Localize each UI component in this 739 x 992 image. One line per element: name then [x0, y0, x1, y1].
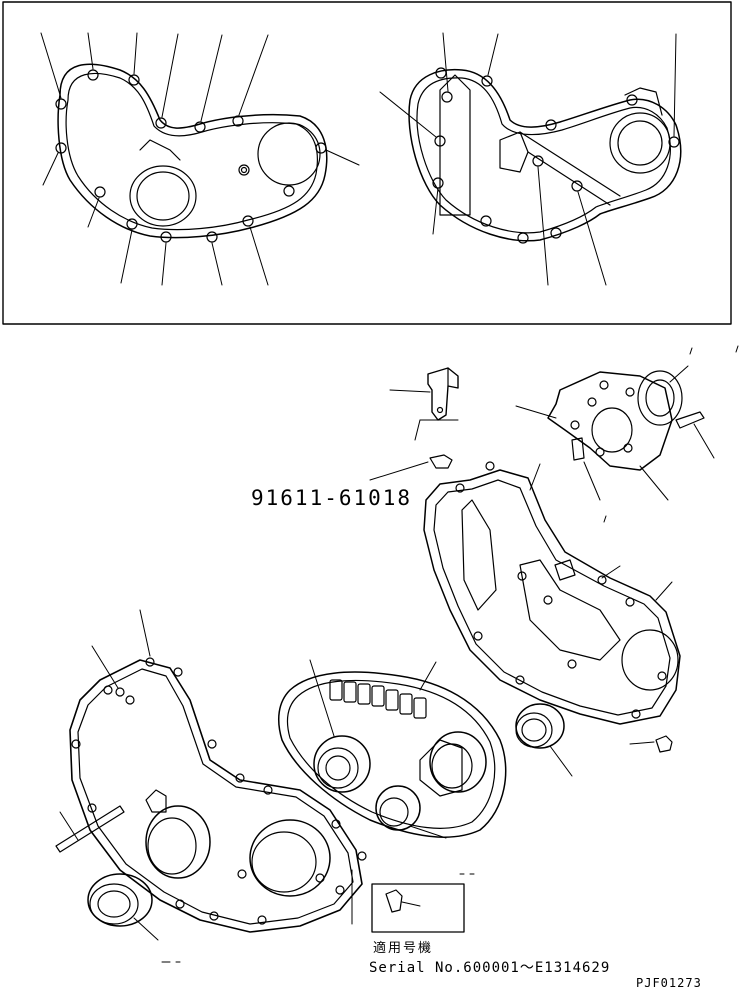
bracket-part — [369, 367, 459, 481]
serial-inset-box — [371, 883, 465, 933]
bolt-holes — [432, 67, 680, 244]
front-seal-bore — [145, 805, 211, 879]
inset-frame — [2, 1, 732, 325]
front-cover — [69, 609, 367, 933]
oil-seal-right — [515, 703, 573, 777]
leader-lines — [40, 32, 360, 286]
part-number-label: 91611-61018 — [251, 486, 413, 510]
dowel-pin — [55, 805, 125, 853]
applicable-model-label: 適用号機 — [373, 941, 434, 956]
timing-chain-assembly — [277, 659, 507, 839]
drawing-code-label: PJF01273 — [636, 976, 702, 990]
tick-marks — [161, 345, 739, 963]
left-gasket-view — [40, 32, 360, 286]
cover-bolt-holes — [71, 657, 367, 925]
seal-bore — [129, 165, 197, 227]
oil-seal-left — [87, 873, 159, 941]
serial-range-label: Serial No.600001～E1314629 — [369, 960, 611, 976]
housing-part — [515, 365, 715, 501]
right-gasket-view — [379, 32, 682, 286]
bolt-holes — [55, 69, 327, 243]
rear-gear-case — [423, 461, 681, 725]
chain-links — [329, 679, 427, 719]
plug-right — [629, 735, 673, 753]
leader-lines — [379, 32, 677, 286]
